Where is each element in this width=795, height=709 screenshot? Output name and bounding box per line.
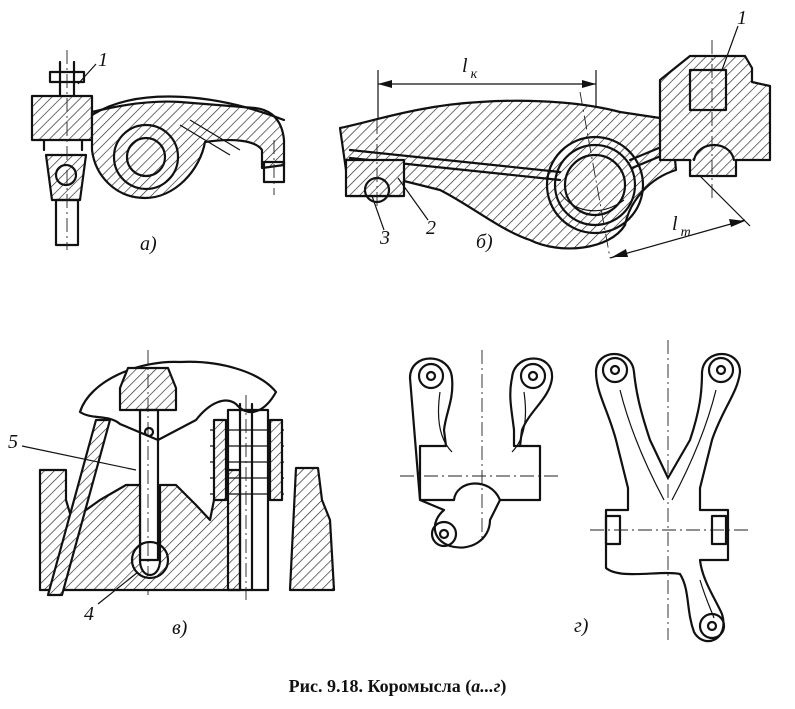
rocker-arm-a-drawing xyxy=(30,50,286,250)
caption-prefix: Рис. 9.18. Коромысла ( xyxy=(288,676,472,696)
subfigure-label-g: г) xyxy=(574,615,589,637)
rocker-arm-g-left-drawing xyxy=(400,350,560,549)
part-label-5: 5 xyxy=(8,431,18,453)
subfigure-label-v: в) xyxy=(172,617,188,639)
part-label-2: 2 xyxy=(426,217,436,239)
caption-range: а...г xyxy=(471,676,501,696)
subfigure-label-a: а) xyxy=(140,233,157,255)
part-label-1-b: 1 xyxy=(737,7,747,29)
caption-suffix: ) xyxy=(500,676,507,696)
figure-caption: Рис. 9.18. Коромысла (а...г) xyxy=(0,676,795,697)
part-label-3: 3 xyxy=(379,227,390,249)
rocker-arm-b-drawing xyxy=(338,40,772,259)
subfigure-label-b: б) xyxy=(476,231,493,253)
part-label-1-a: 1 xyxy=(98,49,108,71)
rocker-arm-v-drawing xyxy=(38,350,336,600)
part-label-4: 4 xyxy=(84,603,94,625)
rocker-arm-g-right-drawing xyxy=(590,340,750,643)
